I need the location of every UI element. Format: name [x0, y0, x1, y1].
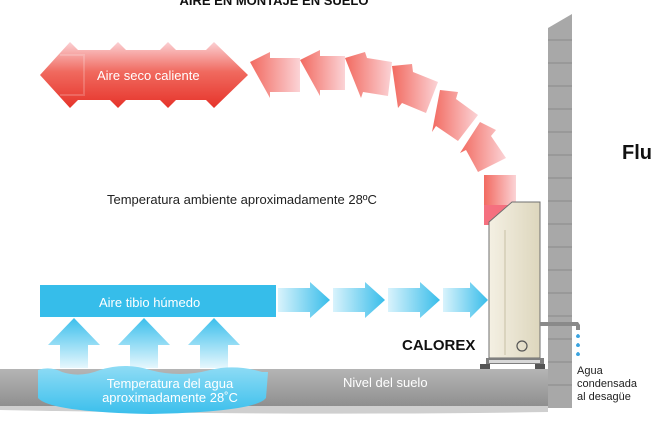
drain-label-line2: condensada: [577, 378, 637, 390]
diagram-title: AIRE EN MONTAJE EN SUELO: [179, 0, 369, 8]
water-label-line1: Temperatura del agua: [106, 376, 234, 391]
ground-level-label: Nivel del suelo: [343, 375, 428, 390]
drain-label-line3: al desagüe: [577, 391, 631, 403]
warm-air-block: [40, 285, 276, 368]
dehumidifier-unit: [480, 201, 580, 369]
drain-label-line1: Agua: [577, 365, 603, 377]
hot-air-label: Aire seco caliente: [97, 68, 200, 83]
pool-water: [38, 366, 268, 414]
ambient-temperature-label: Temperatura ambiente aproximadamente 28º…: [107, 192, 377, 207]
side-title: Flu: [622, 142, 652, 164]
hot-air-band: [40, 42, 248, 108]
water-label-line2: aproximadamente 28˚C: [102, 390, 238, 405]
wall: [548, 14, 572, 408]
water-temperature-label: Temperatura del agua aproximadamente 28˚…: [60, 377, 280, 405]
hot-air-curve-arrows: [250, 50, 516, 225]
drain-label: Agua condensada al desagüe: [577, 365, 653, 404]
brand-logo: CALOREX: [402, 337, 476, 354]
warm-air-label: Aire tibio húmedo: [99, 295, 201, 310]
cool-air-arrows: [278, 282, 488, 318]
